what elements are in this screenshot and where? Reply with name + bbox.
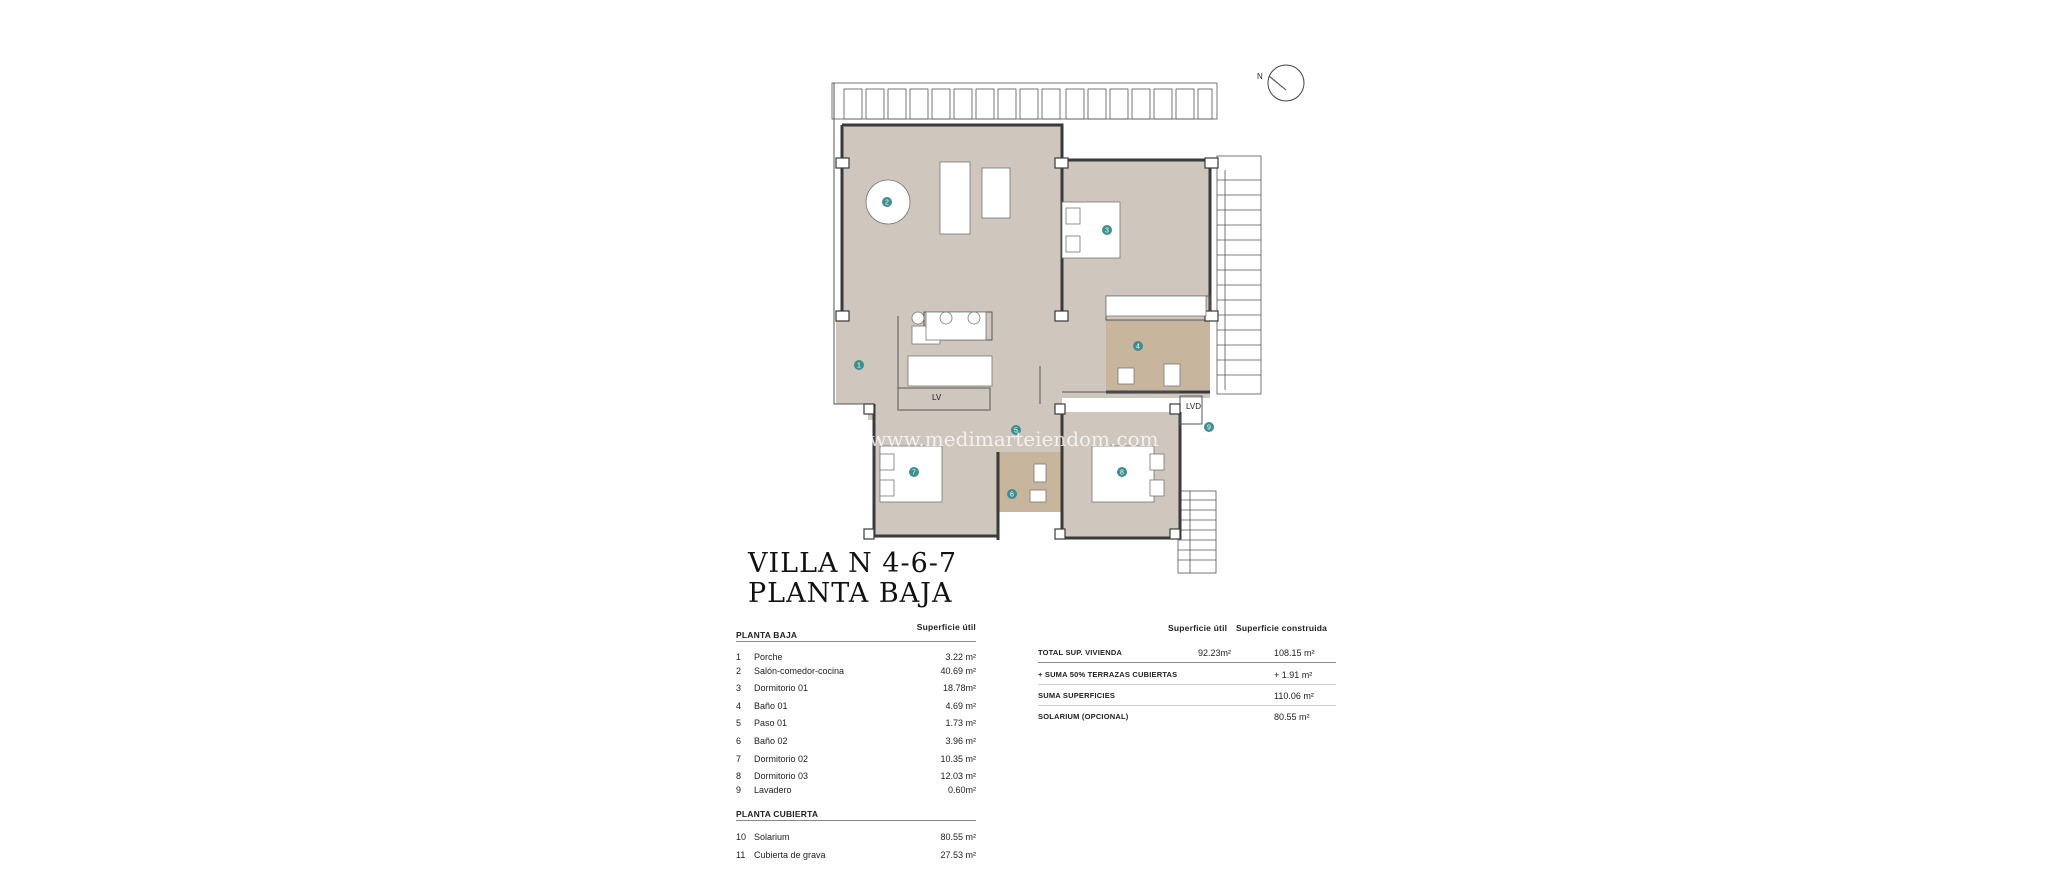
row-value: 0.60m² bbox=[947, 785, 976, 795]
row-number: 1 bbox=[736, 652, 742, 662]
row-name: Paso 01 bbox=[754, 718, 788, 728]
row-name: Baño 01 bbox=[754, 701, 788, 711]
compass-label: N bbox=[1257, 72, 1263, 81]
row-value: 12.03 m² bbox=[940, 771, 976, 781]
row-value: 80.55 m² bbox=[940, 832, 976, 842]
row-number: 5 bbox=[736, 718, 742, 728]
summary-row: SUMA SUPERFICIES 110.06 m² bbox=[1038, 691, 1336, 703]
row-value: 3.22 m² bbox=[945, 652, 976, 662]
row-name: Lavadero bbox=[754, 785, 792, 795]
summary-construida: 80.55 m² bbox=[1274, 712, 1310, 722]
row-value: 4.69 m² bbox=[945, 701, 976, 711]
summary-label: + SUMA 50% TERRAZAS CUBIERTAS bbox=[1038, 670, 1178, 679]
col-header-construida: Superficie construida bbox=[1236, 623, 1328, 633]
row-value: 40.69 m² bbox=[940, 666, 976, 676]
row-number: 2 bbox=[736, 666, 742, 676]
compass-icon: N bbox=[1257, 64, 1305, 102]
row-value: 1.73 m² bbox=[945, 718, 976, 728]
marker-5: 5 bbox=[1014, 428, 1018, 435]
row-value: 3.96 m² bbox=[945, 736, 976, 746]
room-markers: 2 3 4 1 5 7 6 8 9 bbox=[854, 197, 1214, 499]
stairs-bottom bbox=[1177, 490, 1217, 574]
row-number: 3 bbox=[736, 683, 742, 693]
marker-7: 7 bbox=[912, 470, 916, 477]
marker-4: 4 bbox=[1136, 344, 1140, 351]
summary-label: TOTAL SUP. VIVIENDA bbox=[1038, 648, 1123, 657]
row-number: 7 bbox=[736, 754, 742, 764]
col-header-util: Superficie útil bbox=[1168, 623, 1228, 633]
section-planta-cubierta: PLANTA CUBIERTA bbox=[736, 809, 819, 819]
row-value: 18.78m² bbox=[942, 683, 976, 693]
summary-construida: + 1.91 m² bbox=[1274, 670, 1313, 680]
surface-summary-table: Superficie útil Superficie construida TO… bbox=[1038, 622, 1336, 732]
row-value: 10.35 m² bbox=[940, 754, 976, 764]
row-name: Salón-comedor-cocina bbox=[754, 666, 845, 676]
stairs-right bbox=[1216, 155, 1262, 395]
row-value: 27.53 m² bbox=[940, 850, 976, 860]
row-name: Dormitorio 01 bbox=[754, 683, 809, 693]
summary-row: SOLARIUM (OPCIONAL) 80.55 m² bbox=[1038, 712, 1336, 724]
marker-8: 8 bbox=[1120, 470, 1124, 477]
label-lv: LV bbox=[932, 393, 942, 402]
row-name: Cubierta de grava bbox=[754, 850, 826, 860]
row-name: Dormitorio 03 bbox=[754, 771, 809, 781]
furniture bbox=[865, 161, 1207, 503]
row-number: 10 bbox=[736, 832, 747, 842]
summary-row: + SUMA 50% TERRAZAS CUBIERTAS + 1.91 m² bbox=[1038, 670, 1336, 682]
title-line-1: VILLA N 4-6-7 bbox=[748, 548, 958, 579]
summary-construida: 110.06 m² bbox=[1274, 691, 1314, 701]
pergola-top bbox=[831, 82, 1218, 120]
summary-row: TOTAL SUP. VIVIENDA 92.23m² 108.15 m² bbox=[1038, 648, 1336, 660]
summary-label: SUMA SUPERFICIES bbox=[1038, 691, 1116, 700]
marker-3: 3 bbox=[1105, 228, 1109, 235]
label-lvd: LVD bbox=[1186, 402, 1201, 411]
row-number: 6 bbox=[736, 736, 742, 746]
marker-9: 9 bbox=[1207, 425, 1211, 432]
surface-table-ground: PLANTA BAJA Superficie útil 1 Porche 3.22 … bbox=[736, 622, 976, 862]
row-number: 8 bbox=[736, 771, 742, 781]
row-name: Solarium bbox=[754, 832, 790, 842]
row-number: 9 bbox=[736, 785, 742, 795]
row-name: Porche bbox=[754, 652, 783, 662]
row-name: Dormitorio 02 bbox=[754, 754, 809, 764]
col-header-superficie-util: Superficie útil bbox=[916, 622, 976, 632]
summary-util: 92.23m² bbox=[1198, 648, 1232, 658]
watermark: www.medimarteiendom.com bbox=[869, 427, 1158, 451]
marker-1: 1 bbox=[857, 363, 861, 370]
title-line-2: PLANTA BAJA bbox=[748, 578, 953, 609]
section-planta-baja: PLANTA BAJA bbox=[736, 630, 798, 640]
row-number: 11 bbox=[736, 850, 746, 860]
marker-6: 6 bbox=[1010, 492, 1014, 499]
row-number: 4 bbox=[736, 701, 742, 711]
summary-construida: 108.15 m² bbox=[1274, 648, 1315, 658]
summary-label: SOLARIUM (OPCIONAL) bbox=[1038, 712, 1129, 721]
wall-posts bbox=[835, 157, 1219, 540]
marker-2: 2 bbox=[885, 200, 889, 207]
row-name: Baño 02 bbox=[754, 736, 788, 746]
